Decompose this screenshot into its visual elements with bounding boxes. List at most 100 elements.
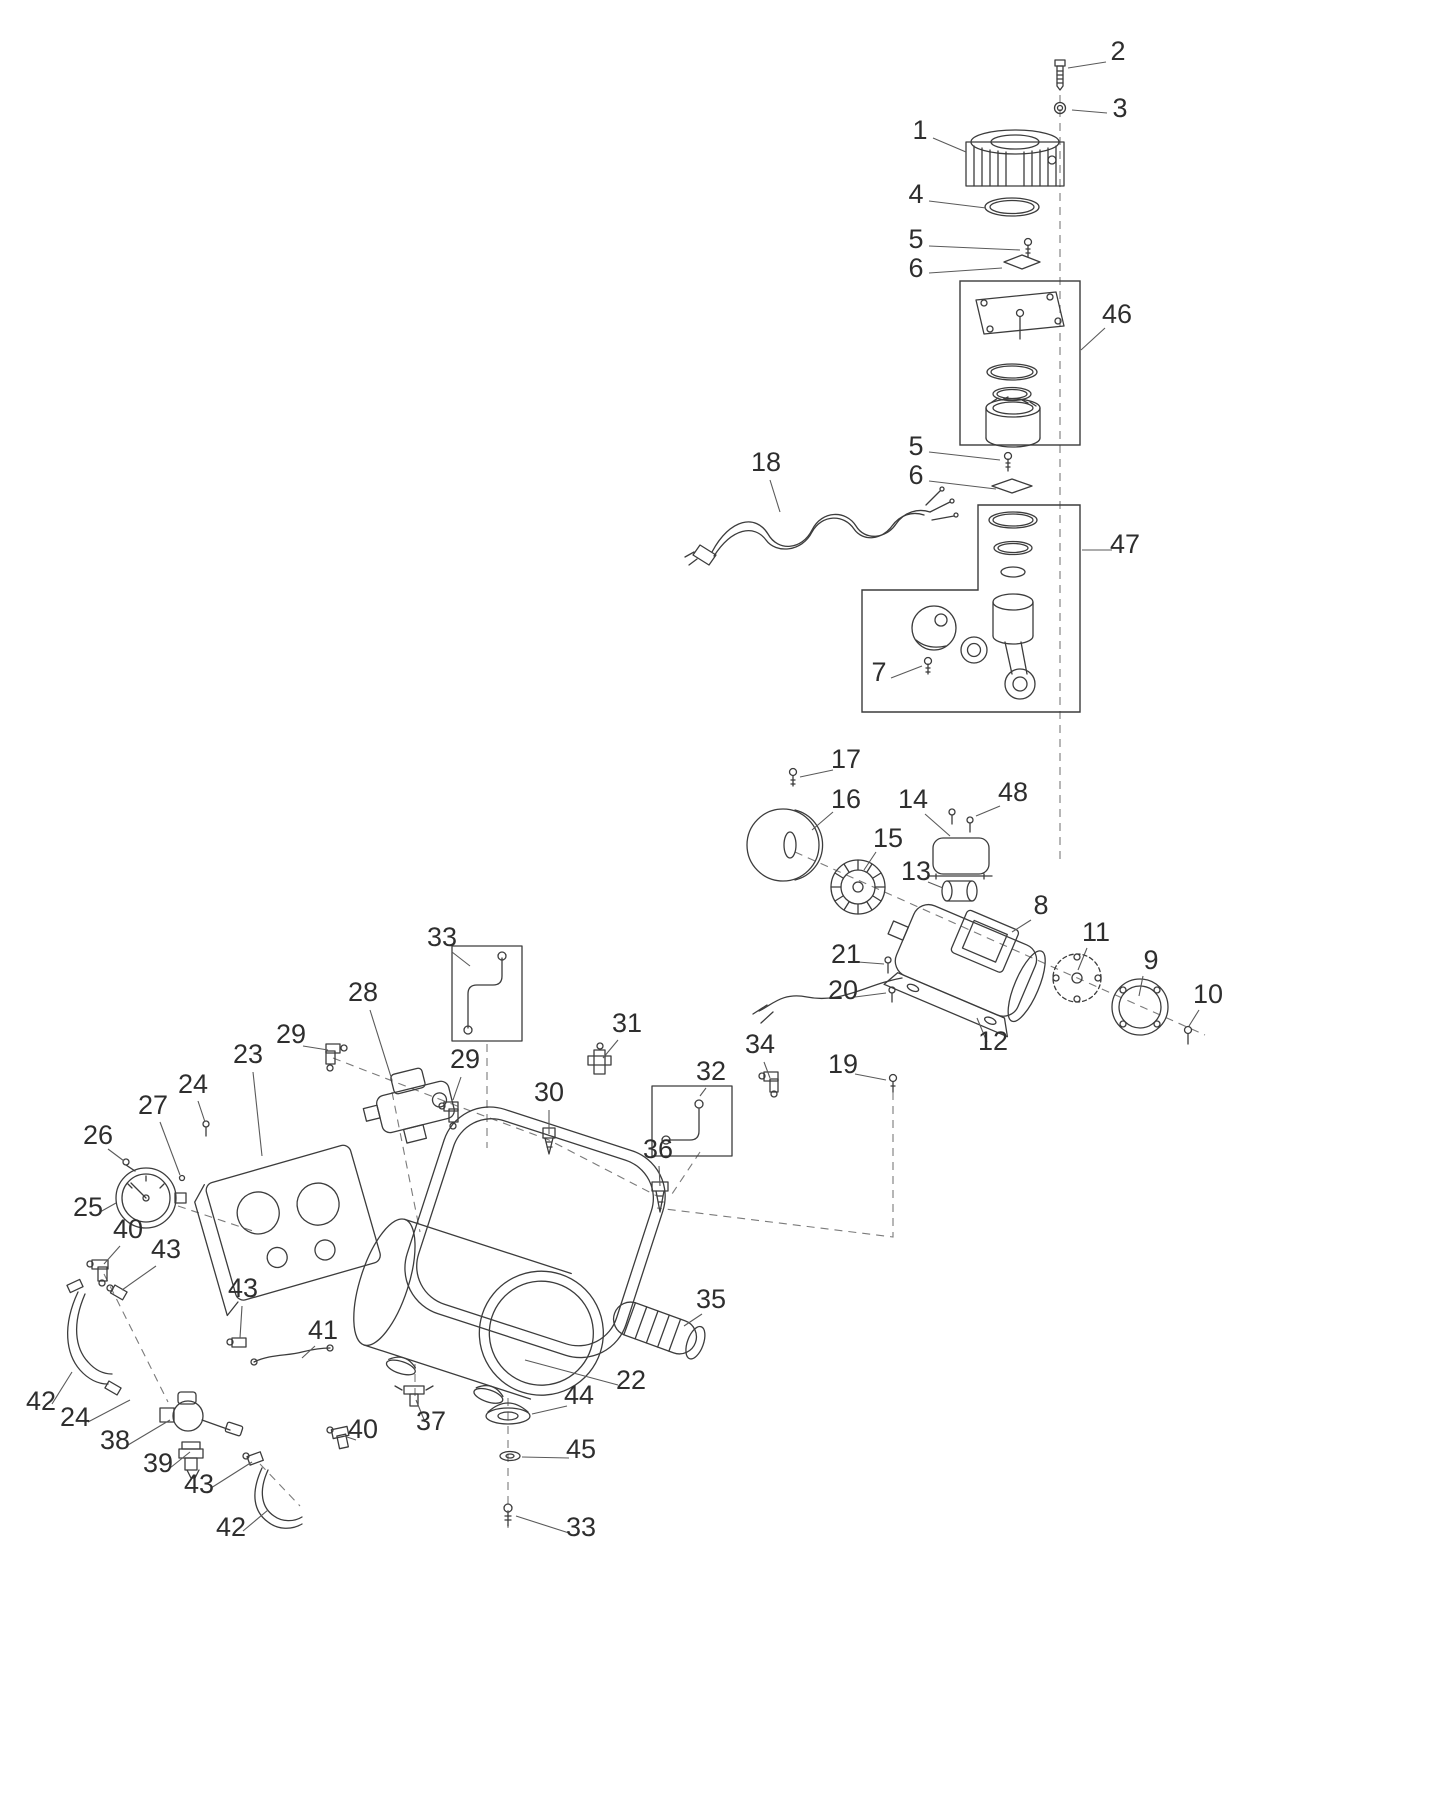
leader-line-16 <box>811 811 834 831</box>
part-35-handle-grip <box>612 1301 706 1360</box>
part-label-6b: 6 <box>908 460 923 490</box>
part-label-38: 38 <box>100 1425 130 1455</box>
leader-line-21 <box>857 961 885 965</box>
leader-line-6b <box>928 480 997 490</box>
part-42a-hose <box>66 1278 122 1396</box>
leader-line-9 <box>1138 975 1144 997</box>
leader-line-43c <box>210 1461 253 1489</box>
part-16-end-cover <box>746 808 824 882</box>
part-label-40a: 40 <box>113 1214 143 1244</box>
leader-line-19 <box>854 1073 887 1081</box>
leader-line-40a <box>103 1245 121 1265</box>
leader-line-12 <box>976 1017 988 1043</box>
leader-line-8 <box>1011 919 1032 933</box>
part-label-11: 11 <box>1082 917 1110 947</box>
leader-line-43a <box>121 1265 157 1291</box>
leader-line-29b <box>452 1076 462 1101</box>
part-20-screw <box>888 986 896 1003</box>
part-label-15: 15 <box>873 823 903 853</box>
part-label-18: 18 <box>751 447 781 477</box>
part-33b-screw <box>503 1503 513 1527</box>
leader-line-14 <box>924 813 951 837</box>
leader-line-5b <box>928 451 1001 461</box>
part-label-22: 22 <box>616 1365 646 1395</box>
part-45-washer <box>499 1450 521 1462</box>
part-28-pump-head <box>362 1067 455 1144</box>
part-26-screw <box>122 1158 136 1172</box>
leader-line-7 <box>890 665 923 679</box>
part-43a-fitting <box>106 1284 128 1301</box>
part-label-24a: 24 <box>178 1069 208 1099</box>
part-40a-elbow <box>86 1259 109 1287</box>
part-label-32: 32 <box>696 1056 726 1086</box>
part-label-19: 19 <box>828 1049 858 1079</box>
part-label-24b: 24 <box>60 1402 90 1432</box>
part-6b-valve-plate <box>991 478 1033 494</box>
part-label-17: 17 <box>831 744 861 774</box>
leader-line-23 <box>252 1071 263 1157</box>
part-21-screw <box>884 956 892 974</box>
part-label-7: 7 <box>871 657 886 687</box>
part-label-42b: 42 <box>216 1512 246 1542</box>
leader-line-34 <box>763 1061 771 1079</box>
part-label-36: 36 <box>643 1134 673 1164</box>
part-label-37: 37 <box>416 1406 446 1436</box>
part-7-screw <box>923 656 933 675</box>
leader-line-48 <box>975 805 1001 817</box>
part-label-10: 10 <box>1193 979 1223 1009</box>
part-label-9: 9 <box>1143 945 1158 975</box>
part-label-2: 2 <box>1110 36 1125 66</box>
motor-wires <box>752 977 903 1024</box>
leader-line-46 <box>1080 327 1106 351</box>
part-37-drain-valve <box>394 1385 434 1407</box>
part-label-44: 44 <box>564 1380 594 1410</box>
part-label-1: 1 <box>912 115 927 145</box>
leader-line-29a <box>302 1045 329 1051</box>
part-23-control-panel <box>194 1144 381 1317</box>
leader-line-43b <box>239 1305 243 1339</box>
leader-line-42a <box>51 1371 73 1405</box>
leader-line-15 <box>863 851 877 871</box>
part-19-screw <box>888 1073 898 1093</box>
part-41-pipe <box>250 1344 334 1366</box>
part-18-power-cord <box>684 486 959 566</box>
part-label-30: 30 <box>534 1077 564 1107</box>
leader-line-1 <box>932 137 967 153</box>
part-label-27: 27 <box>138 1090 168 1120</box>
part-14-capacitor <box>929 837 993 880</box>
leader-line-24a <box>197 1100 206 1123</box>
part-47-piston-assembly <box>911 511 1038 700</box>
leader-line-37 <box>415 1399 426 1423</box>
leader-line-32 <box>699 1087 707 1097</box>
leader-line-24b <box>87 1399 131 1423</box>
part-38-valve-body <box>159 1391 244 1437</box>
leader-line-39 <box>169 1451 191 1469</box>
leader-line-3 <box>1071 109 1108 114</box>
part-frame-handle <box>404 1106 666 1359</box>
part-5-screw <box>1023 237 1033 258</box>
part-40b-elbow <box>326 1425 350 1450</box>
part-44-foot-mount <box>485 1402 531 1425</box>
leader-line-42b <box>242 1509 269 1532</box>
leader-line-13 <box>927 881 944 889</box>
part-33a-pipe <box>451 945 523 1042</box>
part-label-23: 23 <box>233 1039 263 1069</box>
part-29a-fitting <box>325 1043 348 1072</box>
leader-line-25 <box>99 1202 117 1213</box>
box-46 <box>959 280 1081 446</box>
part-label-4: 4 <box>908 179 923 209</box>
part-48-screws <box>948 808 974 833</box>
part-42b-hose <box>254 1467 303 1529</box>
part-6-valve-plate <box>1003 254 1041 270</box>
part-39-quick-coupler <box>178 1441 204 1479</box>
assembly-centerlines <box>103 95 1206 1528</box>
part-label-6: 6 <box>908 253 923 283</box>
part-17-screw <box>788 767 798 787</box>
leader-line-2 <box>1067 61 1107 69</box>
part-34-fitting <box>758 1071 779 1098</box>
part-label-16: 16 <box>831 784 861 814</box>
leader-line-36 <box>658 1165 661 1187</box>
